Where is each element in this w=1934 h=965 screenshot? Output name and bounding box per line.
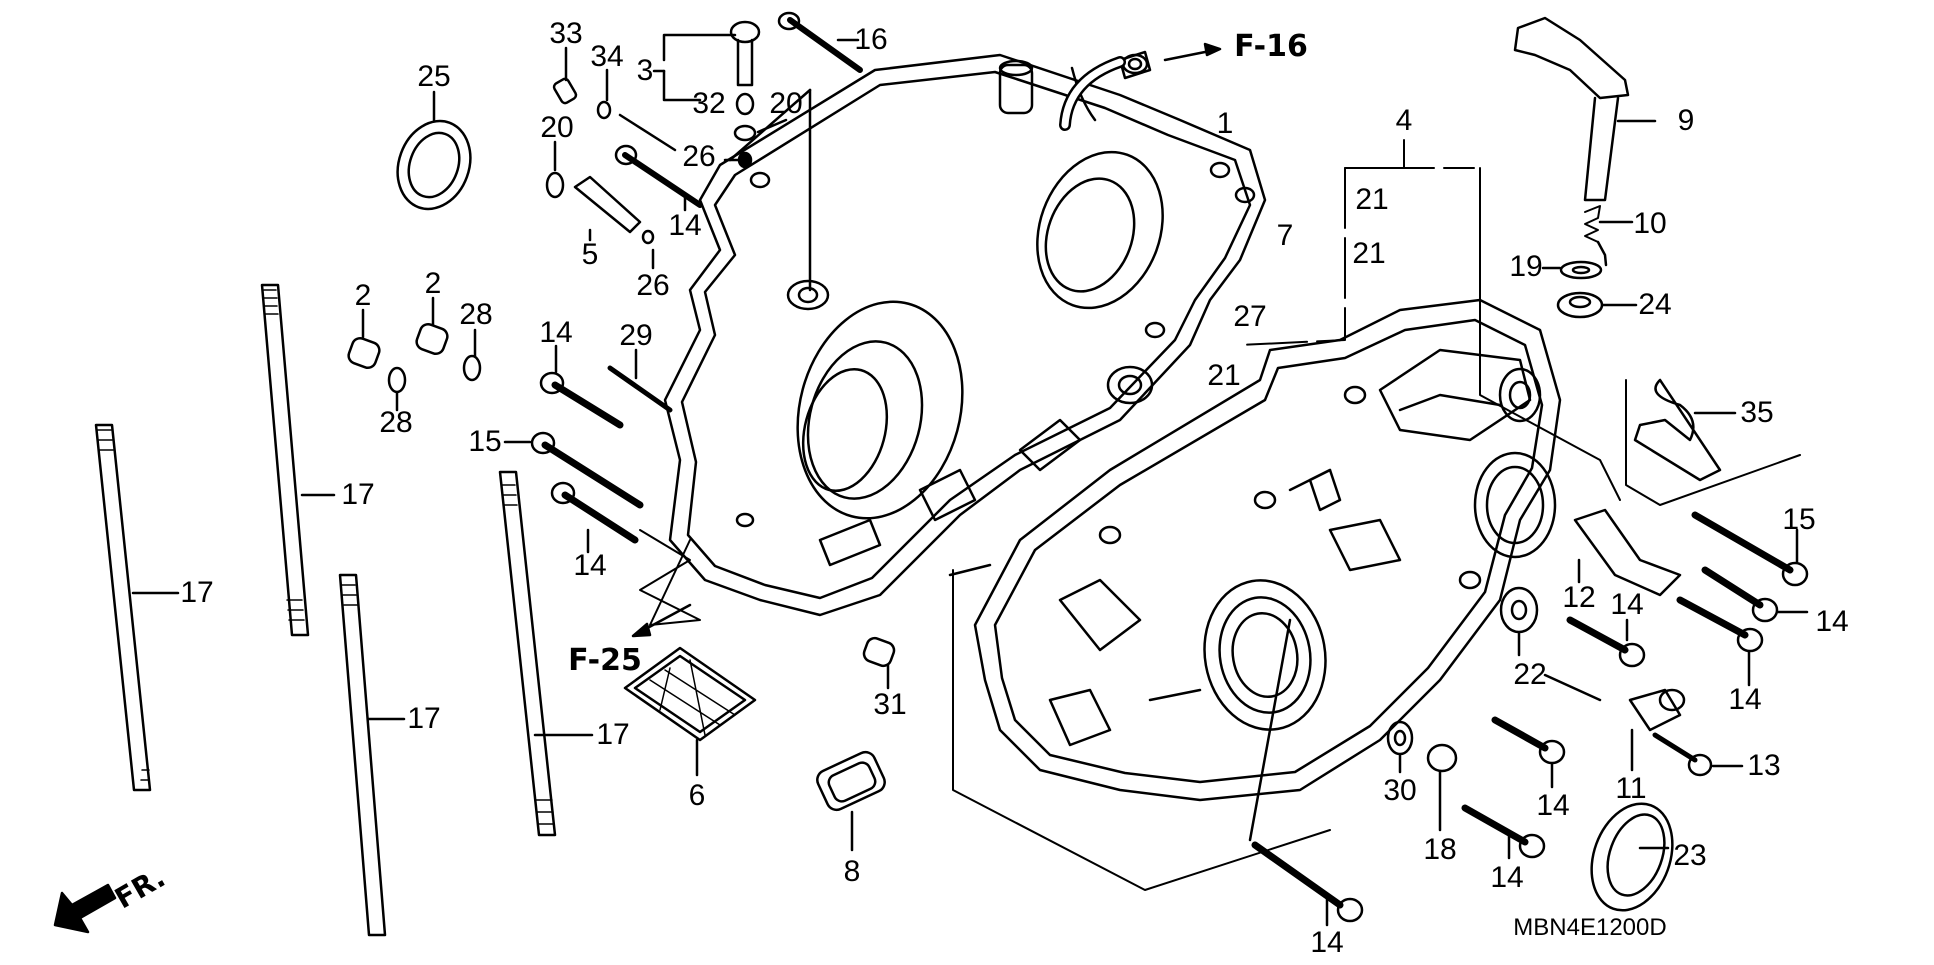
small-parts-right (1248, 508, 1809, 927)
callout-14[interactable]: 14 (1610, 588, 1644, 621)
callout-34[interactable]: 34 (590, 40, 624, 73)
callout-12[interactable]: 12 (1562, 581, 1596, 614)
callout-14[interactable]: 14 (1310, 926, 1344, 959)
callout-14[interactable]: 14 (1536, 789, 1570, 822)
callout-9[interactable]: 9 (1677, 104, 1695, 137)
callout-26[interactable]: 26 (682, 140, 716, 173)
callout-13[interactable]: 13 (1747, 749, 1781, 782)
crankcase-left-illustration (973, 298, 1562, 802)
callout-28[interactable]: 28 (379, 406, 413, 439)
callout-14[interactable]: 14 (539, 316, 573, 349)
callout-14[interactable]: 14 (1728, 683, 1762, 716)
callout-35[interactable]: 35 (1740, 396, 1774, 429)
callout-26[interactable]: 26 (636, 269, 670, 302)
callout-32[interactable]: 32 (692, 87, 726, 120)
reference-f16[interactable]: F-16 (1234, 29, 1308, 64)
callout-19[interactable]: 19 (1509, 250, 1543, 283)
callout-29[interactable]: 29 (619, 319, 653, 352)
callout-22[interactable]: 22 (1513, 658, 1547, 691)
callout-8[interactable]: 8 (843, 855, 861, 888)
callout-21[interactable]: 21 (1355, 183, 1389, 216)
callout-17[interactable]: 17 (180, 576, 214, 609)
small-parts-left (347, 296, 673, 554)
shift-parts (1513, 16, 1737, 482)
small-parts-bottom (623, 636, 896, 852)
callout-14[interactable]: 14 (1815, 605, 1849, 638)
callout-14[interactable]: 14 (668, 209, 702, 242)
callout-2[interactable]: 2 (424, 267, 442, 300)
reference-arrows (631, 42, 1222, 638)
callout-11[interactable]: 11 (1615, 772, 1647, 805)
callout-6[interactable]: 6 (688, 779, 706, 812)
callout-16[interactable]: 16 (854, 23, 888, 56)
callout-28[interactable]: 28 (459, 298, 493, 331)
callout-5[interactable]: 5 (581, 238, 599, 271)
crankcase-right-illustration (663, 50, 1267, 617)
callout-21[interactable]: 21 (1207, 359, 1241, 392)
callout-3[interactable]: 3 (636, 54, 654, 87)
callout-20[interactable]: 20 (769, 87, 803, 120)
callout-14[interactable]: 14 (1490, 861, 1524, 894)
callout-31[interactable]: 31 (873, 688, 907, 721)
callout-17[interactable]: 17 (407, 702, 441, 735)
callout-30[interactable]: 30 (1383, 774, 1417, 807)
callout-24[interactable]: 24 (1638, 288, 1672, 321)
callout-18[interactable]: 18 (1423, 833, 1457, 866)
callout-15[interactable]: 15 (1782, 503, 1816, 536)
callout-14[interactable]: 14 (573, 549, 607, 582)
callout-17[interactable]: 17 (341, 478, 375, 511)
reference-f25[interactable]: F-25 (568, 643, 642, 678)
callout-1[interactable]: 1 (1216, 107, 1234, 140)
callout-17[interactable]: 17 (596, 718, 630, 751)
small-parts-top (396, 11, 863, 292)
callout-7[interactable]: 7 (1276, 219, 1294, 252)
callout-33[interactable]: 33 (549, 17, 583, 50)
callout-25[interactable]: 25 (417, 60, 451, 93)
diagram-code: MBN4E1200D (1513, 914, 1667, 941)
stud-bolts-17 (94, 283, 594, 937)
callout-27[interactable]: 27 (1233, 300, 1267, 333)
front-direction-arrow (53, 883, 117, 934)
callout-10[interactable]: 10 (1633, 207, 1667, 240)
callout-20[interactable]: 20 (540, 111, 574, 144)
callout-23[interactable]: 23 (1673, 839, 1707, 872)
callout-2[interactable]: 2 (354, 279, 372, 312)
callout-4[interactable]: 4 (1395, 104, 1413, 137)
set-bracket-4 (639, 139, 1801, 891)
callout-15[interactable]: 15 (468, 425, 502, 458)
callout-21[interactable]: 21 (1352, 237, 1386, 270)
